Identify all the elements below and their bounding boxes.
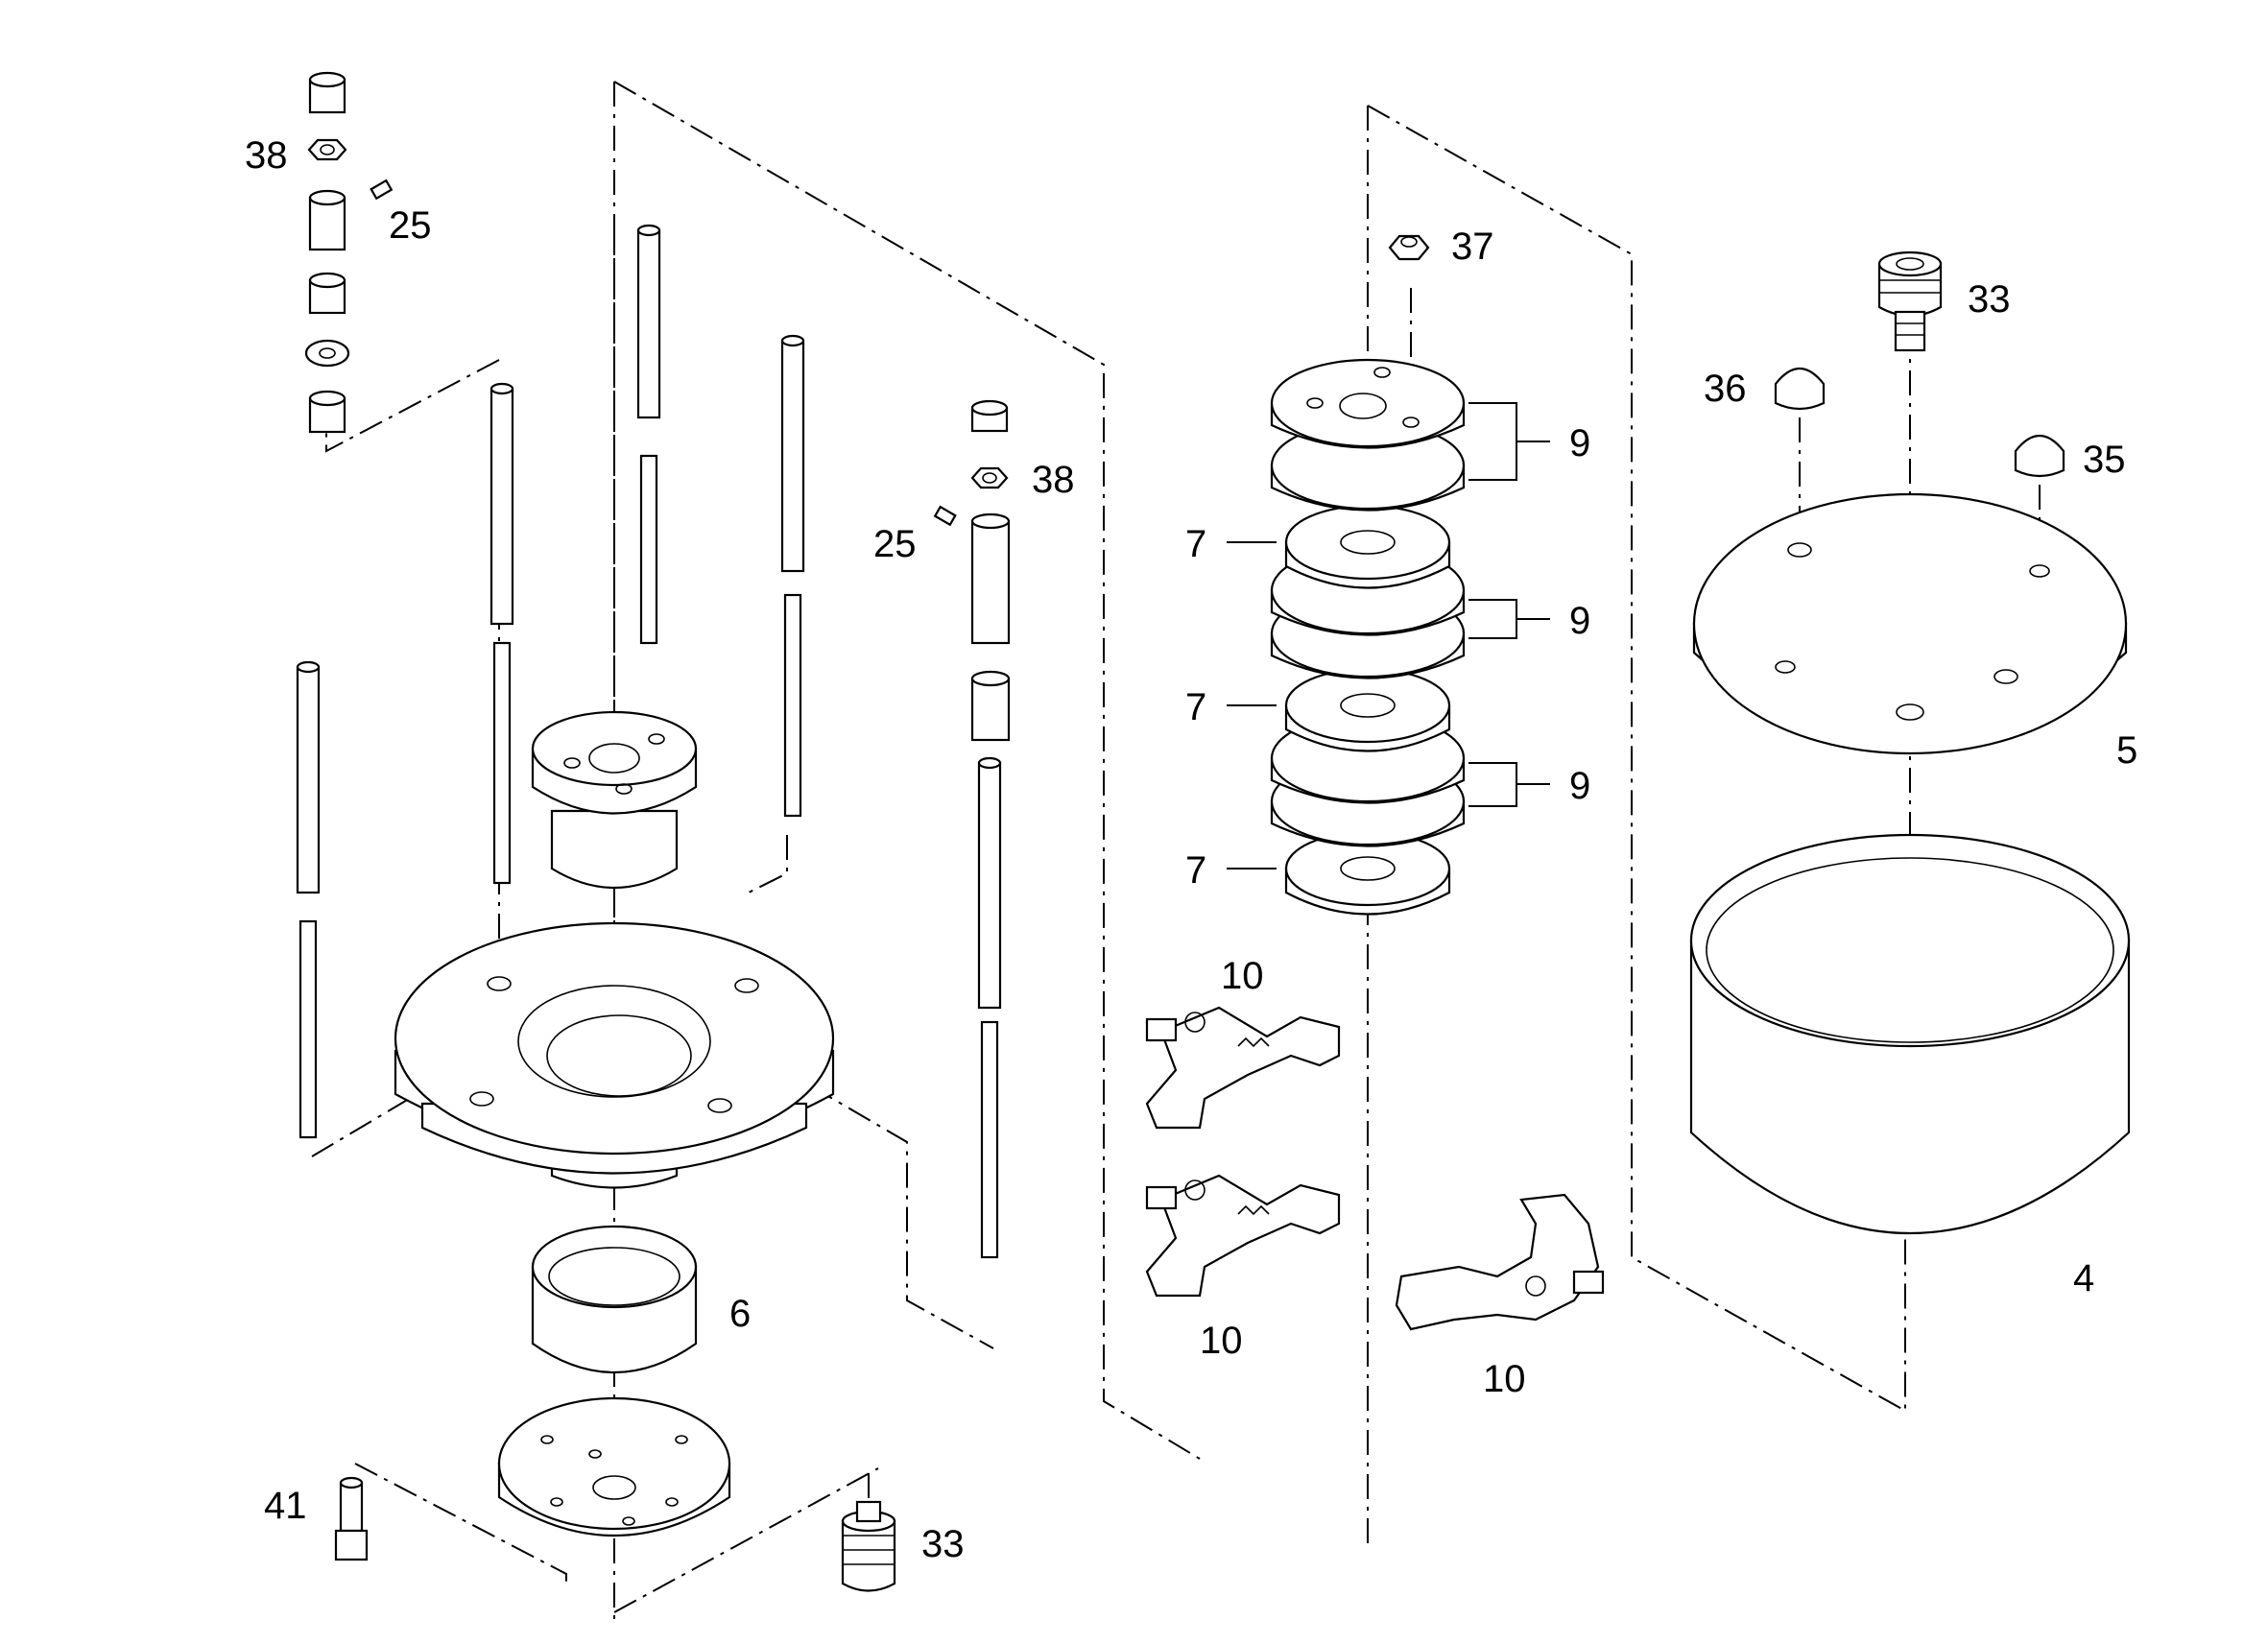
disc-stack <box>1270 358 1466 916</box>
housing-cylinder-4 <box>1689 833 2131 1235</box>
callout-25-left: 25 <box>389 204 432 247</box>
callout-33-bottom: 33 <box>921 1523 965 1565</box>
brush-holder-10-b <box>1145 1174 1341 1298</box>
callout-36: 36 <box>1704 368 1747 410</box>
callout-9-a: 9 <box>1569 422 1590 465</box>
callout-5: 5 <box>2116 729 2137 772</box>
acorn-nut-36 <box>1774 368 1826 411</box>
spacer-stack-right <box>933 399 1011 742</box>
hex-nut-38-left <box>307 138 347 161</box>
callout-4: 4 <box>2073 1257 2094 1299</box>
hex-nut-38-right <box>970 466 1009 489</box>
callout-6: 6 <box>729 1293 751 1335</box>
hex-nut-37 <box>1388 234 1430 261</box>
callout-9-c: 9 <box>1569 765 1590 807</box>
callout-41: 41 <box>264 1485 307 1527</box>
acorn-nut-35 <box>2014 435 2065 478</box>
sleeve-6 <box>531 1225 698 1374</box>
callout-7-c: 7 <box>1185 849 1206 892</box>
leader-lines <box>1227 402 1550 870</box>
brush-holder-10-c <box>1395 1193 1605 1331</box>
hub-bushing <box>531 710 698 889</box>
cable-gland-33-bottom <box>841 1500 896 1592</box>
base-flange <box>394 921 835 1189</box>
callout-7-b: 7 <box>1185 686 1206 728</box>
cap-screw-41 <box>334 1476 369 1561</box>
callout-35: 35 <box>2083 439 2126 481</box>
callouts: 38 25 38 25 37 33 36 35 9 9 9 7 7 7 10 1… <box>245 134 2137 1565</box>
bottom-plate <box>497 1396 731 1537</box>
callout-10-c: 10 <box>1483 1358 1526 1400</box>
callout-25-right: 25 <box>873 523 917 565</box>
callout-9-b: 9 <box>1569 600 1590 642</box>
brush-holder-10-a <box>1145 1006 1341 1130</box>
callout-7-a: 7 <box>1185 523 1206 565</box>
callout-10-b: 10 <box>1200 1320 1243 1362</box>
callout-33-top: 33 <box>1968 278 2011 321</box>
spacer-stack-left <box>304 71 394 434</box>
threaded-rods <box>296 224 1002 1259</box>
callout-38-right: 38 <box>1032 459 1075 501</box>
callout-37: 37 <box>1451 226 1494 268</box>
cable-gland-33-top <box>1877 250 1943 352</box>
cover-5 <box>1692 492 2128 755</box>
callout-10-a: 10 <box>1221 955 1264 997</box>
callout-38-left: 38 <box>245 134 288 177</box>
